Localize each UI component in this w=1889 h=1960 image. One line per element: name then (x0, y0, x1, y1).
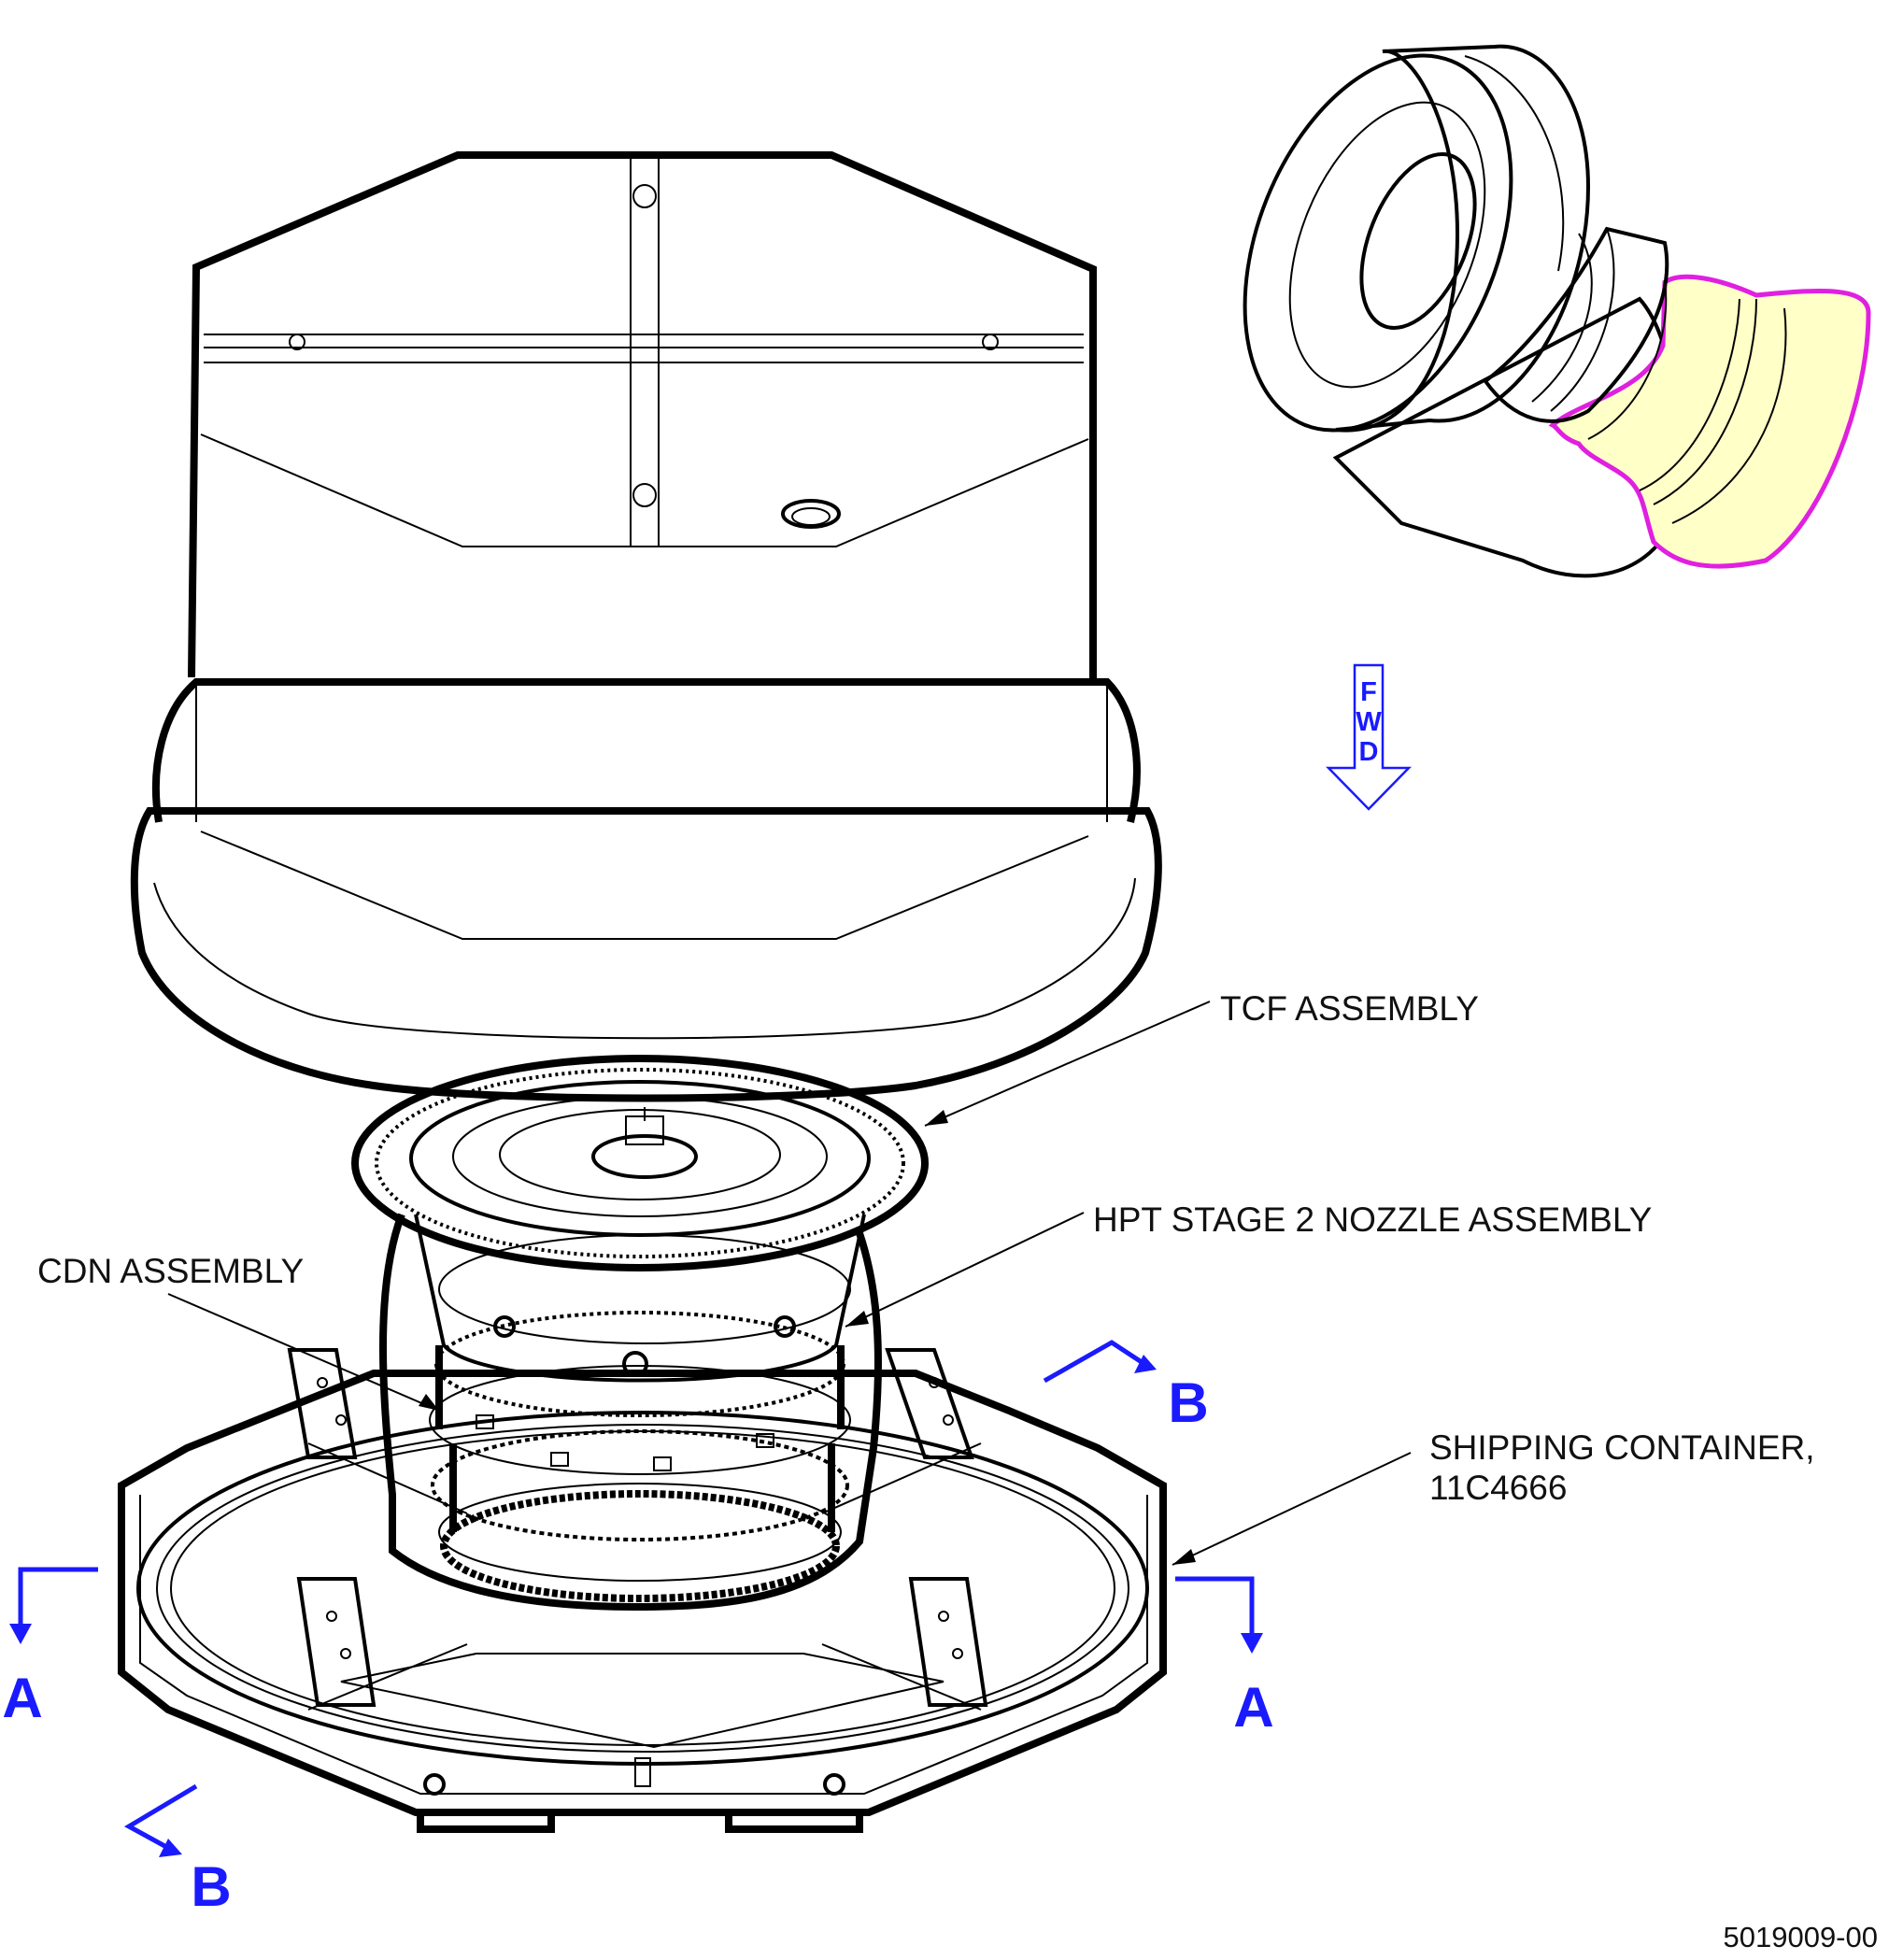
section-a-left: A (2, 1567, 98, 1729)
section-a-right: A (1175, 1576, 1274, 1739)
forward-direction-arrow: F W D (1326, 663, 1412, 811)
section-b-top: B (1043, 1340, 1209, 1434)
tcf-assembly-cover (130, 151, 1162, 1102)
label-tcf-assembly: TCF ASSEMBLY (1220, 989, 1479, 1028)
label-shipping-container-line2: 11C4666 (1429, 1469, 1567, 1507)
fwd-letter-f: F (1360, 677, 1377, 707)
engine-module (351, 1055, 929, 1612)
section-b-bottom: B (123, 1783, 232, 1918)
label-shipping-container-line1: SHIPPING CONTAINER, (1429, 1428, 1815, 1467)
section-b-bottom-letter: B (191, 1855, 231, 1918)
section-b-top-letter: B (1168, 1371, 1208, 1434)
section-a-left-letter: A (2, 1667, 42, 1729)
label-hpt-stage-2-nozzle-assembly: HPT STAGE 2 NOZZLE ASSEMBLY (1093, 1200, 1652, 1239)
section-a-right-letter: A (1233, 1676, 1273, 1739)
fwd-letter-w: W (1356, 707, 1382, 737)
figure-number: 5019009-00 (1724, 1921, 1879, 1953)
engine-locator-icon (1243, 44, 1871, 578)
label-cdn-assembly: CDN ASSEMBLY (37, 1252, 304, 1290)
shipping-container-base (118, 1348, 1167, 1833)
fwd-letter-d: D (1359, 737, 1379, 767)
callout-leaders (167, 1001, 1412, 1566)
